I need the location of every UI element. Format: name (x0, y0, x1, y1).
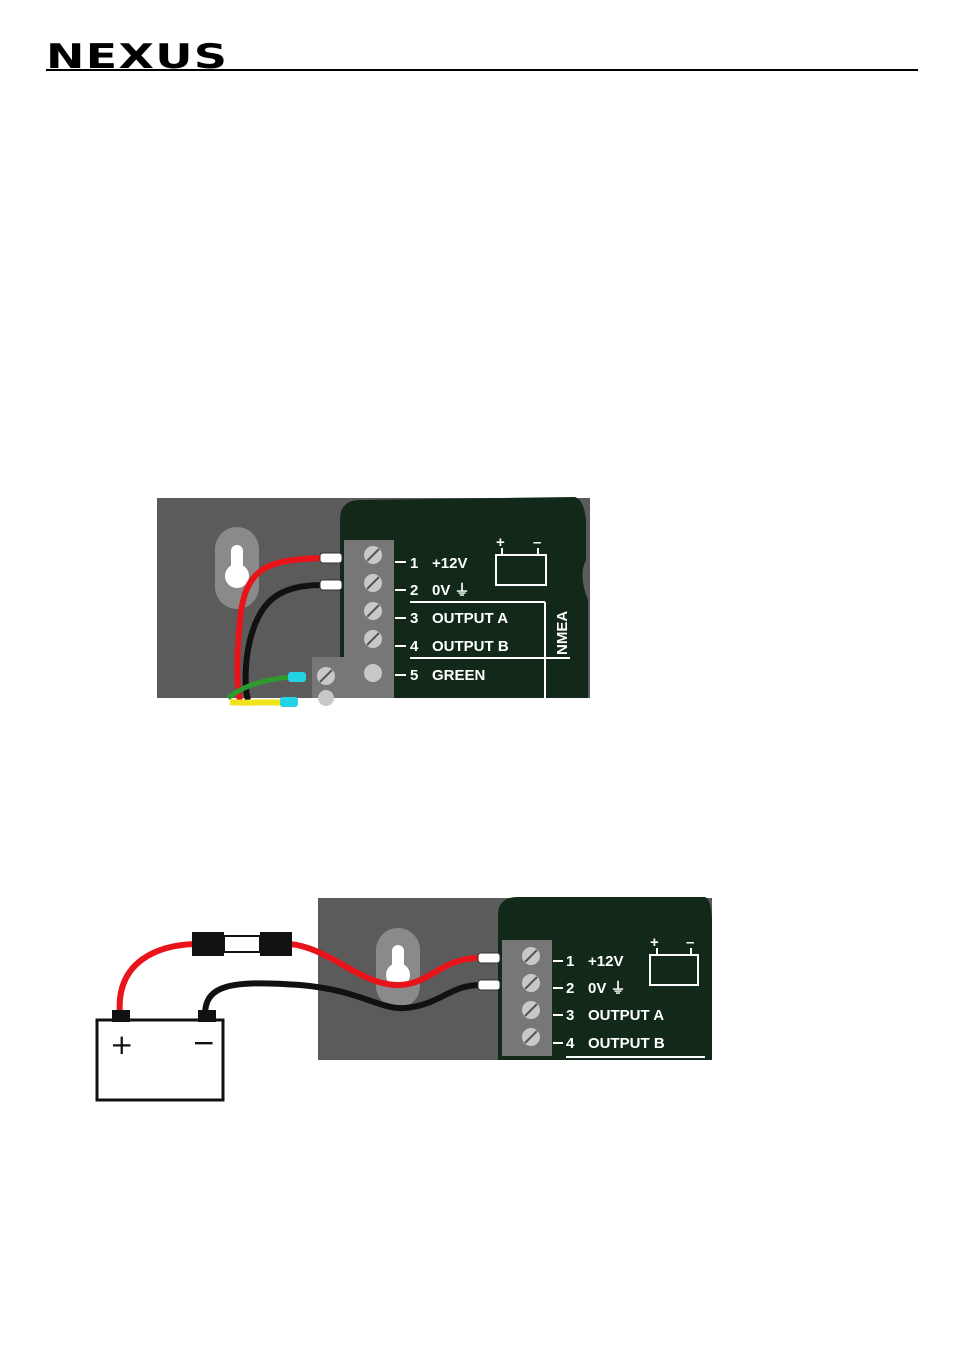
nexus-logo: NEXUS (46, 37, 229, 77)
terminal-2-num: 2 (410, 582, 418, 599)
terminal-3-num: 3 (410, 610, 418, 627)
yellow-wire (229, 699, 286, 706)
battery-icon (95, 1010, 225, 1102)
ferrule-green (288, 672, 306, 682)
header-rule (46, 69, 918, 71)
terminal-tick-lines-2 (553, 960, 705, 1058)
red-wire (234, 555, 323, 701)
terminal2-2-num: 2 (566, 980, 574, 997)
battery-symbol-plus: + (496, 534, 505, 551)
black-wire-2 (202, 980, 481, 1016)
battery-plus: + (110, 1028, 133, 1061)
ferrule-2 (319, 579, 343, 591)
terminal-1-num: 1 (410, 555, 418, 572)
terminal-4-num: 4 (410, 638, 419, 655)
terminal-tick-lines (395, 561, 570, 698)
battery-symbol-2-minus: – (686, 934, 694, 951)
terminal2-4-num: 4 (566, 1035, 575, 1052)
terminal2-3-label: OUTPUT A (588, 1007, 664, 1024)
black-wire (242, 582, 323, 701)
terminal2-1-num: 1 (566, 953, 574, 970)
terminal-2-label: 0V ⏚ (432, 582, 470, 599)
terminal2-4-label: OUTPUT B (588, 1035, 665, 1052)
nmea-group-label: NMEA (554, 611, 571, 655)
keyhole-slot-icon-2 (376, 928, 420, 1008)
terminal-5-label: GREEN (432, 667, 485, 684)
screw-icons (317, 546, 382, 706)
ferrule-1 (319, 552, 343, 564)
red-wire-battery (116, 941, 196, 1016)
battery-symbol-minus: – (533, 534, 541, 551)
terminal-3-label: OUTPUT A (432, 610, 508, 627)
ferrule-2-2 (477, 979, 501, 991)
battery-symbol-icon-2 (649, 948, 699, 986)
terminal2-1-label: +12V (588, 953, 623, 970)
battery-symbol-icon (495, 548, 547, 586)
ferrule-yellow (280, 697, 298, 707)
terminal-1-label: +12V (432, 555, 467, 572)
green-wire (226, 674, 291, 700)
terminal2-2-label: 0V ⏚ (588, 980, 626, 997)
terminal-4-label: OUTPUT B (432, 638, 509, 655)
page-header: NEXUS (0, 0, 954, 80)
fuse-icon (192, 932, 292, 956)
terminal-board (340, 497, 588, 698)
screw-icons-2 (522, 947, 540, 1046)
ferrule-2-1 (477, 952, 501, 964)
red-wire-device (289, 941, 481, 989)
terminal2-3-num: 3 (566, 1007, 574, 1024)
terminal-5-num: 5 (410, 667, 418, 684)
battery-symbol-2-plus: + (650, 934, 659, 951)
battery-minus: − (192, 1026, 215, 1059)
